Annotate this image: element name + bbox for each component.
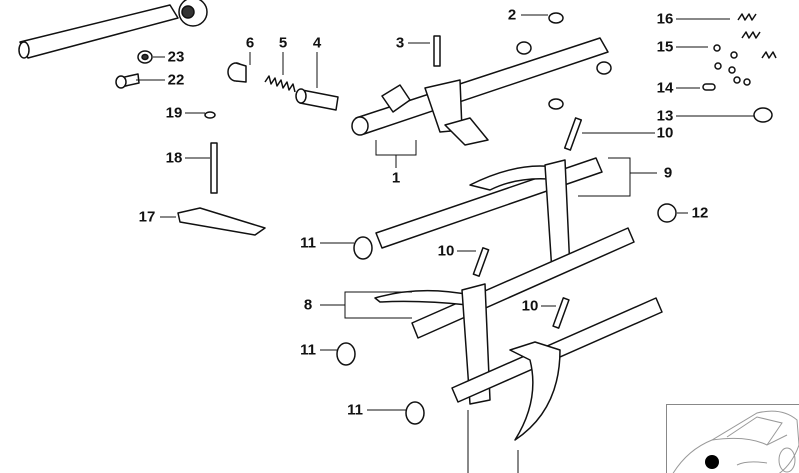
part-rod-lower-fork[interactable] bbox=[451, 297, 663, 441]
label-13[interactable]: 13 bbox=[656, 107, 674, 125]
part-17-plate[interactable] bbox=[177, 207, 266, 236]
leader-lines bbox=[136, 14, 754, 473]
label-22[interactable]: 22 bbox=[167, 71, 185, 89]
part-19-washer[interactable] bbox=[204, 111, 216, 119]
part-16-spring[interactable] bbox=[737, 13, 777, 59]
label-12[interactable]: 12 bbox=[691, 204, 709, 222]
label-14[interactable]: 14 bbox=[656, 79, 674, 97]
car-outline-icon bbox=[672, 410, 799, 473]
part-8-rod-fork[interactable] bbox=[374, 227, 635, 405]
part-10-pin[interactable] bbox=[472, 117, 583, 329]
part-11-ring[interactable] bbox=[336, 342, 356, 366]
label-9[interactable]: 9 bbox=[663, 164, 673, 182]
part-11-ring[interactable] bbox=[405, 401, 425, 425]
part-14-pin[interactable] bbox=[702, 83, 716, 91]
part-23-washer[interactable] bbox=[137, 50, 153, 64]
label-11[interactable]: 11 bbox=[300, 341, 316, 359]
label-2[interactable]: 2 bbox=[507, 6, 517, 24]
part-13-ring[interactable] bbox=[753, 107, 773, 123]
part-2-bushing[interactable] bbox=[516, 12, 612, 110]
part-1-selector-shaft[interactable] bbox=[351, 37, 609, 146]
label-11[interactable]: 11 bbox=[347, 401, 363, 419]
part-15-ball[interactable] bbox=[713, 44, 751, 86]
label-8[interactable]: 8 bbox=[303, 296, 313, 314]
label-23[interactable]: 23 bbox=[167, 48, 185, 66]
part-11-ring[interactable] bbox=[353, 236, 373, 260]
part-4-pin[interactable] bbox=[295, 88, 339, 111]
label-18[interactable]: 18 bbox=[165, 149, 183, 167]
label-6[interactable]: 6 bbox=[245, 34, 255, 52]
label-19[interactable]: 19 bbox=[165, 104, 183, 122]
part-5-spring[interactable] bbox=[264, 75, 296, 93]
part-6-plug[interactable] bbox=[227, 62, 247, 83]
part-22-bolt[interactable] bbox=[115, 73, 140, 89]
location-marker-icon bbox=[705, 455, 719, 469]
label-4[interactable]: 4 bbox=[312, 34, 322, 52]
label-15[interactable]: 15 bbox=[656, 38, 674, 56]
part-18-pin[interactable] bbox=[210, 142, 218, 194]
label-10[interactable]: 10 bbox=[437, 242, 455, 260]
label-3[interactable]: 3 bbox=[395, 34, 405, 52]
label-16[interactable]: 16 bbox=[656, 10, 674, 28]
label-10[interactable]: 10 bbox=[656, 124, 674, 142]
label-5[interactable]: 5 bbox=[278, 34, 288, 52]
part-3-pin[interactable] bbox=[433, 35, 441, 67]
label-17[interactable]: 17 bbox=[138, 208, 156, 226]
label-1[interactable]: 1 bbox=[391, 169, 401, 187]
label-10[interactable]: 10 bbox=[521, 297, 539, 315]
label-11[interactable]: 11 bbox=[300, 234, 316, 252]
part-shaft-top-left[interactable] bbox=[18, 0, 208, 59]
car-location-thumbnail bbox=[666, 404, 799, 473]
part-12-cap[interactable] bbox=[657, 203, 677, 223]
part-9-rod-fork[interactable] bbox=[375, 157, 603, 273]
